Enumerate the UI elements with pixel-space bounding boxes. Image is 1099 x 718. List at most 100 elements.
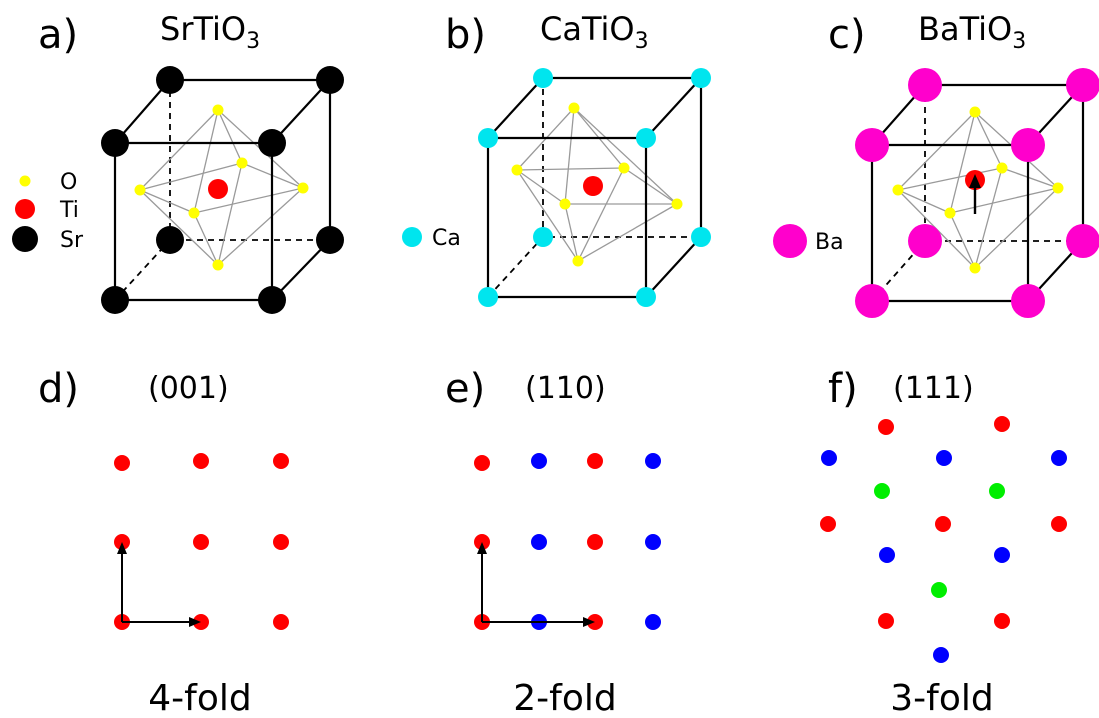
lattice-atom-red <box>193 453 209 469</box>
front-face <box>486 136 648 299</box>
symmetry-2-fold: 2-fold <box>513 678 616 718</box>
lattice-atom-blue <box>531 534 547 550</box>
panel-d-label: d) <box>38 366 79 412</box>
legend-ti-label: Ti <box>59 198 79 223</box>
octahedron <box>897 111 1059 269</box>
panel-b-title: CaTiO3 <box>540 10 649 54</box>
atom-ca <box>691 68 711 88</box>
panel-f-label: f) <box>828 366 858 412</box>
lattice-atom-red <box>193 534 209 550</box>
atom-o <box>236 157 248 169</box>
atom-o <box>212 259 224 271</box>
sr-atoms <box>101 66 344 314</box>
atom-o <box>212 104 224 116</box>
lattice-atom-blue <box>645 614 661 630</box>
lattice-110 <box>474 453 661 630</box>
atom-sr <box>258 129 286 157</box>
legend-a: O Ti Sr <box>12 170 84 253</box>
atom-ca <box>691 227 711 247</box>
panel-b-formula: CaTiO <box>540 10 635 48</box>
atom-sr <box>316 66 344 94</box>
atom-o <box>511 164 523 176</box>
lattice-atom-red <box>820 516 836 532</box>
atom-sr <box>258 286 286 314</box>
panel-c-title: BaTiO3 <box>918 10 1026 54</box>
legend-ba-label: Ba <box>815 230 844 255</box>
legend-ti-marker <box>15 199 35 219</box>
atom-o <box>559 198 571 210</box>
lattice-atom-blue <box>936 450 952 466</box>
atom-ti <box>208 179 228 199</box>
panel-e-label: e) <box>445 366 485 412</box>
atom-ca <box>636 287 656 307</box>
atom-o <box>572 255 584 267</box>
panel-d-plane: (001) <box>148 371 229 406</box>
atom-o <box>618 162 630 174</box>
panel-c-formula: BaTiO <box>918 10 1012 48</box>
ti-displacement-arrow <box>969 174 981 214</box>
lattice-atom-blue <box>821 450 837 466</box>
atom-ti <box>583 176 603 196</box>
lattice-atom-red <box>587 534 603 550</box>
symmetry-3-fold: 3-fold <box>890 678 993 718</box>
atom-ba <box>855 284 889 318</box>
atom-ca <box>533 227 553 247</box>
atom-o <box>297 182 309 194</box>
lattice-atom-red <box>935 516 951 532</box>
lattice-atom-blue <box>879 547 895 563</box>
atom-o <box>568 102 580 114</box>
lattice-atom-green <box>989 483 1005 499</box>
panel-a-formula: SrTiO <box>160 10 246 48</box>
panel-a-label: a) <box>38 12 78 58</box>
lattice-atom-green <box>874 483 890 499</box>
atom-ba <box>855 128 889 162</box>
lattice-atom-blue <box>933 647 949 663</box>
atom-o <box>188 207 200 219</box>
octahedron <box>516 107 678 262</box>
cell-catio3 <box>478 68 711 307</box>
ba-atoms <box>855 68 1099 318</box>
lattice-atom-blue <box>1051 450 1067 466</box>
lattice-atom-red <box>273 453 289 469</box>
atom-ba <box>1011 128 1045 162</box>
lattice-atom-blue <box>531 453 547 469</box>
atom-ca <box>478 287 498 307</box>
lattice-atom-red <box>878 419 894 435</box>
lattice-atom-red <box>474 455 490 471</box>
atom-o <box>996 162 1008 174</box>
atom-o <box>892 184 904 196</box>
atom-ba <box>908 224 942 258</box>
octahedron <box>139 109 304 266</box>
atom-ba <box>1066 224 1099 258</box>
atom-ca <box>636 128 656 148</box>
lattice-atom-red <box>878 613 894 629</box>
panel-c-label: c) <box>828 12 866 58</box>
lattice-atom-blue <box>645 534 661 550</box>
lattice-111 <box>820 416 1067 663</box>
atom-o <box>944 207 956 219</box>
atom-o <box>969 262 981 274</box>
lattice-001 <box>114 453 289 630</box>
lattice-atom-red <box>273 534 289 550</box>
front-face <box>113 141 274 302</box>
lattice-atom-green <box>931 582 947 598</box>
panel-b-formula-sub: 3 <box>635 29 649 54</box>
lattice-atom-blue <box>994 547 1010 563</box>
legend-o-label: O <box>60 170 77 195</box>
atom-sr <box>101 129 129 157</box>
atom-sr <box>156 66 184 94</box>
panel-a-formula-sub: 3 <box>246 29 260 54</box>
lattice-atom-red <box>587 453 603 469</box>
atom-ba <box>1011 284 1045 318</box>
lattice-vectors <box>117 542 201 627</box>
lattice-atom-red <box>1051 516 1067 532</box>
symmetry-4-fold: 4-fold <box>148 678 251 718</box>
legend-ba-marker <box>773 224 807 258</box>
oxygen-atoms <box>511 102 683 267</box>
oxygen-atoms <box>134 104 309 271</box>
atom-o <box>671 198 683 210</box>
legend-ca-marker <box>402 227 422 247</box>
ca-atoms <box>478 68 711 307</box>
oxygen-atoms <box>892 106 1064 274</box>
